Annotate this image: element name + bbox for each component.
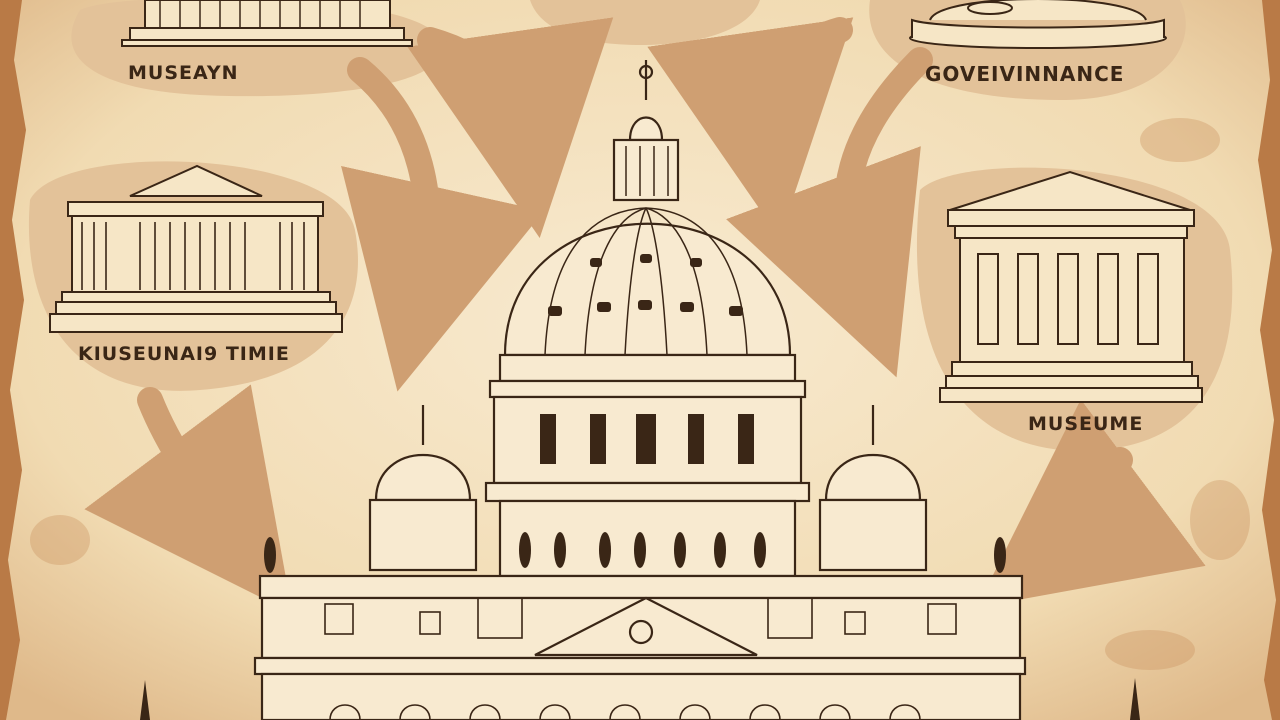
top-left-museum-building [121, 0, 413, 47]
central-basilica [253, 60, 1027, 720]
right-torn-border [1258, 0, 1280, 720]
connector-arrows [84, 17, 1206, 614]
top-right-governance-building [909, 0, 1167, 49]
label-middle-right: MUSEUME [1028, 413, 1144, 435]
label-top-left: MUSEAYN [128, 62, 239, 84]
left-torn-border [0, 0, 26, 720]
middle-right-classical-building [939, 170, 1203, 403]
label-top-right: GOVEIVINNANCE [925, 62, 1125, 86]
obelisk-tips [140, 678, 1140, 720]
parchment-stains [30, 118, 1250, 670]
label-middle-left: KIUSEUNAI9 TIMIE [78, 343, 290, 365]
middle-left-classical-building [49, 164, 343, 333]
